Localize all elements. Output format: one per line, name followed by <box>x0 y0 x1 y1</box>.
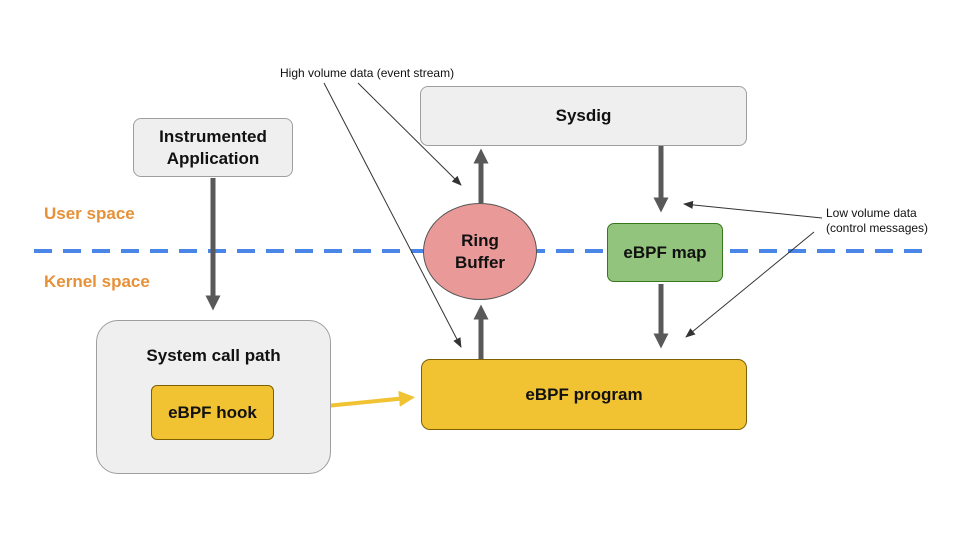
low-volume-pointer-2 <box>685 231 815 338</box>
low-volume-annotation: Low volume data (control messages) <box>826 206 929 235</box>
user-space-label: User space <box>44 204 135 223</box>
sysdig-box: Sysdig <box>420 86 747 146</box>
ebpf-hook-box: eBPF hook <box>151 385 274 440</box>
high-volume-pointer-2 <box>323 82 462 348</box>
kernel-space-label: Kernel space <box>44 272 150 291</box>
ebpf-program-box: eBPF program <box>421 359 747 430</box>
low-volume-pointer-1 <box>683 200 823 219</box>
high-volume-pointer-1 <box>357 82 462 186</box>
ebpf-map-box: eBPF map <box>607 223 723 282</box>
ring-buffer-node: Ring Buffer <box>423 203 537 300</box>
instrumented-application-box: Instrumented Application <box>133 118 293 177</box>
high-volume-annotation: High volume data (event stream) <box>280 66 455 80</box>
system-call-path-label: System call path <box>146 346 281 365</box>
